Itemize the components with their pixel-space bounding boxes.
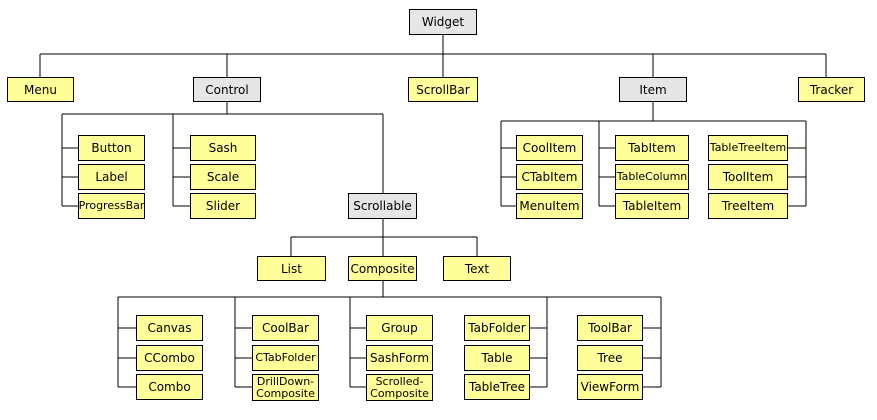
node-toolitem[interactable]: ToolItem xyxy=(708,164,788,190)
node-scrollbar[interactable]: ScrollBar xyxy=(408,77,478,102)
node-progressbar[interactable]: ProgressBar xyxy=(78,193,145,219)
node-tracker[interactable]: Tracker xyxy=(798,77,865,102)
node-menuitem[interactable]: MenuItem xyxy=(516,193,583,219)
node-sash[interactable]: Sash xyxy=(190,135,256,161)
node-canvas[interactable]: Canvas xyxy=(136,315,203,341)
node-label[interactable]: Label xyxy=(78,164,145,190)
node-scrollable[interactable]: Scrollable xyxy=(348,193,417,219)
node-ccombo[interactable]: CCombo xyxy=(136,345,203,371)
node-combo[interactable]: Combo xyxy=(136,374,203,400)
node-tabfolder[interactable]: TabFolder xyxy=(464,315,530,341)
node-scrolled-composite[interactable]: Scrolled- Composite xyxy=(366,374,433,401)
node-toolbar[interactable]: ToolBar xyxy=(577,315,643,341)
node-coolitem[interactable]: CoolItem xyxy=(516,135,583,161)
node-coolbar[interactable]: CoolBar xyxy=(252,315,319,341)
node-widget[interactable]: Widget xyxy=(409,9,477,35)
node-treeitem[interactable]: TreeItem xyxy=(708,193,788,219)
node-drilldown-composite[interactable]: DrillDown- Composite xyxy=(252,374,319,401)
node-text[interactable]: Text xyxy=(443,256,511,281)
node-tableitem[interactable]: TableItem xyxy=(615,193,689,219)
node-table[interactable]: Table xyxy=(464,345,530,371)
node-button[interactable]: Button xyxy=(78,135,145,161)
node-tabitem[interactable]: TabItem xyxy=(615,135,689,161)
node-tablecolumn[interactable]: TableColumn xyxy=(615,164,689,190)
node-ctabfolder[interactable]: CTabFolder xyxy=(252,345,319,371)
node-tree[interactable]: Tree xyxy=(577,345,643,371)
node-tabletreeitem[interactable]: TableTreeItem xyxy=(708,135,788,161)
node-viewform[interactable]: ViewForm xyxy=(577,374,643,400)
node-tabletree[interactable]: TableTree xyxy=(464,374,530,400)
node-scale[interactable]: Scale xyxy=(190,164,256,190)
node-sashform[interactable]: SashForm xyxy=(366,345,433,371)
node-list[interactable]: List xyxy=(257,256,326,281)
node-composite[interactable]: Composite xyxy=(348,256,417,281)
node-menu[interactable]: Menu xyxy=(7,77,74,102)
node-group[interactable]: Group xyxy=(366,315,433,341)
node-control[interactable]: Control xyxy=(193,77,261,102)
node-item[interactable]: Item xyxy=(619,77,687,102)
node-ctabitem[interactable]: CTabItem xyxy=(516,164,583,190)
node-slider[interactable]: Slider xyxy=(190,193,256,219)
